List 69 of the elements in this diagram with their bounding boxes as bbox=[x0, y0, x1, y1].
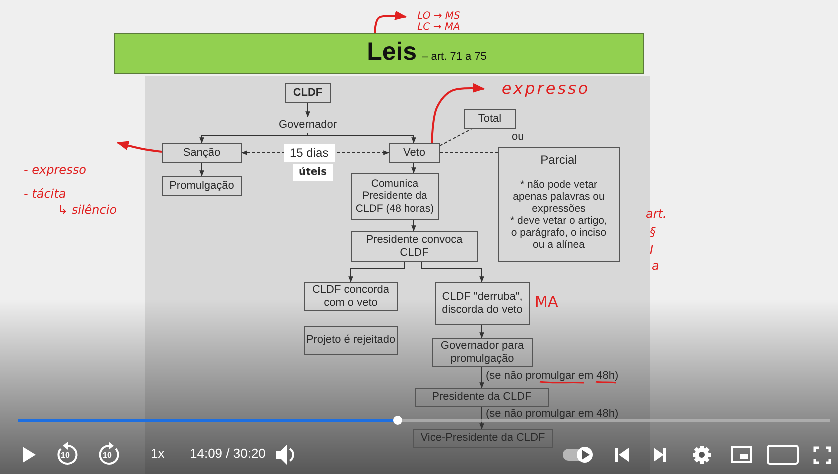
process-box bbox=[413, 429, 553, 448]
arrow bbox=[308, 132, 416, 144]
arrow bbox=[200, 162, 204, 177]
box-label: CLDF bbox=[293, 86, 323, 100]
skip-seconds-text: 10 bbox=[103, 451, 112, 460]
handwritten-text: expresso bbox=[502, 80, 590, 98]
skip-seconds-text: 10 bbox=[61, 451, 70, 460]
handwritten-text: LO → MS bbox=[418, 10, 460, 22]
connector-line bbox=[440, 128, 472, 146]
handwritten-text: ↳ silêncio bbox=[58, 203, 118, 217]
arrow bbox=[480, 406, 484, 430]
arrow bbox=[348, 262, 406, 283]
box-label: CLDF "derruba", discorda do veto bbox=[441, 290, 524, 316]
arrow bbox=[306, 102, 310, 118]
process-box bbox=[389, 143, 440, 163]
player-text: 1x bbox=[151, 446, 165, 461]
process-box bbox=[415, 388, 549, 407]
player-text: 14:09 / 30:20 bbox=[190, 446, 266, 461]
process-box bbox=[304, 282, 398, 311]
note-text: * deve vetar o artigo, o parágrafo, o inciso ou a alínea bbox=[510, 214, 608, 252]
arrow bbox=[374, 10, 408, 34]
annotation-text: (se não promulgar em 48h) bbox=[486, 370, 619, 382]
box-label: Presidente da CLDF bbox=[432, 391, 532, 404]
edge-label: 15 dias bbox=[284, 144, 335, 162]
process-box bbox=[351, 231, 478, 262]
handwritten-text: - expresso bbox=[24, 163, 86, 177]
process-box bbox=[432, 338, 533, 367]
box-label: Projeto é rejeitado bbox=[306, 334, 396, 347]
box-label: Presidente convoca CLDF bbox=[365, 234, 464, 260]
process-box bbox=[285, 83, 331, 103]
box-label: Vice-Presidente da CLDF bbox=[420, 432, 546, 445]
note-text: * não pode vetar apenas palavras ou expressões bbox=[512, 178, 606, 215]
handwritten-text: § bbox=[650, 225, 656, 239]
box-label: Veto bbox=[403, 146, 426, 160]
arrow bbox=[116, 141, 162, 153]
handwritten-text: MA bbox=[535, 293, 558, 311]
arrow bbox=[480, 366, 484, 389]
box-label: Governador para promulgação bbox=[440, 340, 526, 366]
box-label: Governador bbox=[278, 118, 338, 132]
box-label: CLDF concorda com o veto bbox=[311, 284, 391, 310]
process-box bbox=[464, 109, 516, 129]
subtitle-text: – art. 71 a 75 bbox=[422, 51, 487, 64]
note-box bbox=[498, 147, 620, 262]
arrow bbox=[200, 132, 308, 144]
handwritten-text: art. bbox=[646, 207, 667, 221]
note-heading: Parcial bbox=[540, 154, 578, 168]
box-label: Sanção bbox=[183, 146, 221, 160]
connector-line bbox=[440, 152, 498, 154]
process-box bbox=[162, 143, 242, 163]
annotation-text: ou bbox=[512, 131, 524, 143]
arrow bbox=[431, 83, 486, 144]
handwritten-text: I bbox=[650, 243, 654, 257]
title-text: Leis bbox=[367, 38, 418, 67]
title-banner bbox=[114, 33, 644, 74]
arrow bbox=[412, 220, 416, 232]
box-label: Total bbox=[478, 112, 502, 126]
handwritten-text: LC → MA bbox=[418, 22, 460, 34]
annotation-text: úteis bbox=[293, 164, 334, 181]
handwritten-text: a bbox=[652, 259, 660, 273]
process-box bbox=[435, 282, 530, 325]
annotation-text: (se não promulgar em 48h) bbox=[486, 408, 619, 420]
process-box bbox=[304, 326, 398, 355]
arrow bbox=[480, 324, 484, 339]
arrow bbox=[412, 162, 416, 174]
arrow bbox=[422, 262, 484, 283]
handwritten-text: - tácita bbox=[24, 187, 66, 201]
process-box bbox=[162, 176, 242, 196]
box-label: Promulgação bbox=[170, 180, 234, 192]
box-label: Comunica Presidente da CLDF (48 horas) bbox=[354, 178, 436, 215]
